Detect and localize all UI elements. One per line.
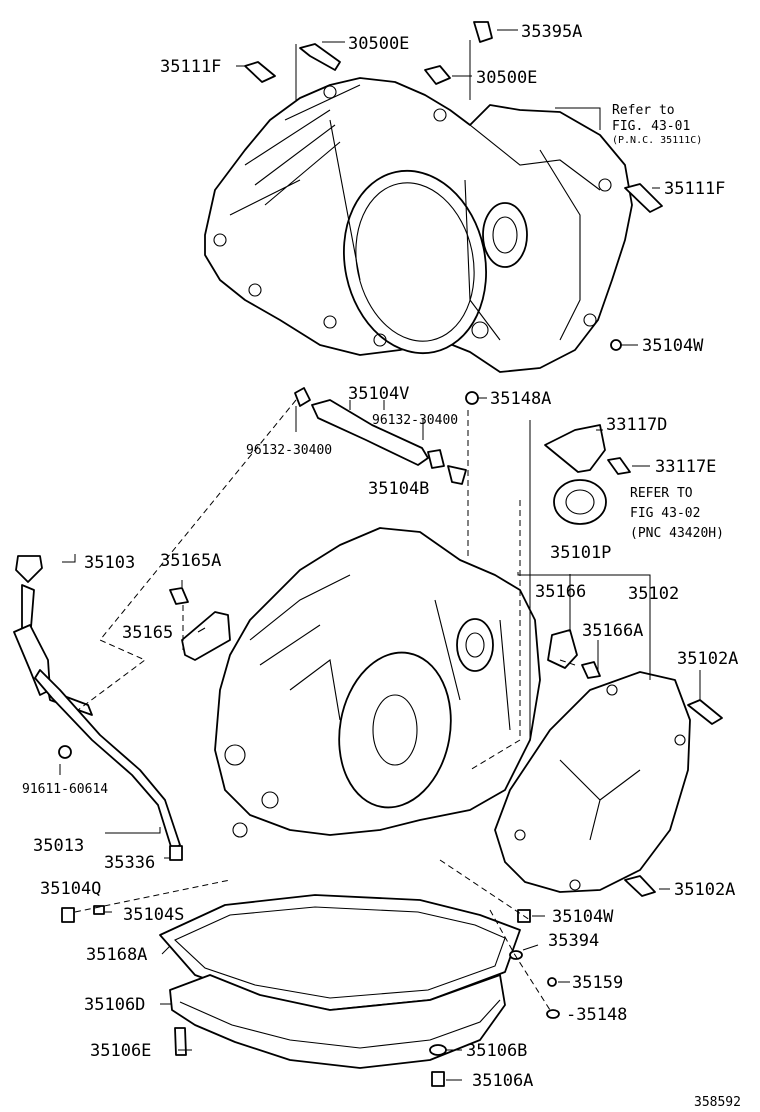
label-30500E-b: 30500E [476, 68, 537, 88]
pin-35104W-a-icon [610, 339, 622, 351]
label-35104Q: 35104Q [40, 879, 101, 899]
label-35106E: 35106E [90, 1041, 151, 1061]
label-33117E: 33117E [655, 457, 716, 477]
label-35148: -35148 [566, 1005, 627, 1025]
refer2-line1: REFER TO [630, 486, 693, 501]
label-35111F-b: 35111F [664, 179, 725, 199]
label-35111F-a: 35111F [160, 57, 221, 77]
label-35106B: 35106B [466, 1041, 527, 1061]
bolt-33117E-icon [607, 457, 631, 475]
bolt-35111F-a-icon [244, 61, 276, 83]
plug-35394-icon [509, 950, 523, 960]
bolt-35111F-b-icon [624, 183, 663, 213]
breather-hose-35104V [294, 387, 467, 485]
label-35104V: 35104V [348, 384, 409, 404]
refer-note-fig-43-02: REFER TO FIG 43-02 (PNC 43420H) [630, 486, 724, 541]
refer2-line2: FIG 43-02 [630, 506, 700, 521]
label-35395A: 35395A [521, 22, 582, 42]
label-35103: 35103 [84, 553, 135, 573]
label-35166: 35166 [535, 582, 586, 602]
label-35102A-a: 35102A [677, 649, 738, 669]
bolt-35165A-icon [169, 587, 189, 605]
bolt-35102A-a-icon [687, 699, 723, 725]
refer1-line1: Refer to [612, 103, 675, 118]
bolt-35106E-icon [174, 1027, 187, 1056]
oil-pan-35106D [169, 974, 506, 1069]
label-35102A-b: 35102A [674, 880, 735, 900]
label-30500E-a: 30500E [348, 34, 409, 54]
label-35168A: 35168A [86, 945, 147, 965]
bolt-35166A-icon [581, 661, 601, 679]
transaxle-case [214, 527, 541, 838]
plug-35106A-icon [431, 1071, 445, 1087]
label-33117D: 33117D [606, 415, 667, 435]
bracket-33117D [544, 424, 606, 473]
clip-35104S-icon [93, 905, 105, 915]
label-96132-b: 96132-30400 [246, 443, 332, 458]
label-35104B: 35104B [368, 479, 429, 499]
label-35104S: 35104S [123, 905, 184, 925]
plug-35336-icon [169, 845, 183, 861]
bolt-35102A-b-icon [624, 875, 656, 897]
label-35106D: 35106D [84, 995, 145, 1015]
side-cover-35102 [494, 671, 691, 893]
label-91611: 91611-60614 [22, 782, 108, 797]
label-35102: 35102 [628, 584, 679, 604]
oil-seal-35101P [553, 479, 607, 525]
plate-35166 [547, 629, 578, 669]
washer-35159-icon [547, 977, 557, 987]
leader-lines [59, 29, 701, 1081]
label-35148A: 35148A [490, 389, 551, 409]
washer-35106B-icon [429, 1044, 447, 1056]
plug-35148A-icon [465, 391, 479, 405]
label-96132-a: 96132-30400 [372, 413, 458, 428]
label-35104W-a: 35104W [642, 336, 704, 356]
label-35336: 35336 [104, 853, 155, 873]
part-labels: 30500E 35395A 35111F 30500E 35111F 35104… [22, 22, 738, 1091]
label-35165A: 35165A [160, 551, 221, 571]
label-35104W-b: 35104W [552, 907, 614, 927]
magnet-35148-icon [546, 1009, 560, 1019]
diagram-id: 358592 [694, 1095, 741, 1110]
bolt-30500E-b-icon [424, 65, 451, 85]
label-35165: 35165 [122, 623, 173, 643]
label-35166A: 35166A [582, 621, 643, 641]
label-35106A: 35106A [472, 1071, 533, 1091]
transaxle-housing [204, 77, 633, 373]
guide-tube-35013 [34, 669, 181, 851]
refer-note-fig-43-01: Refer to FIG. 43-01 (P.N.C. 35111C) [612, 103, 702, 146]
refer1-line2: FIG. 43-01 [612, 119, 690, 134]
bolt-35104Q-icon [61, 907, 75, 923]
bolt-30500E-a-icon [299, 43, 341, 71]
label-35159: 35159 [572, 973, 623, 993]
refer2-line3: (PNC 43420H) [630, 526, 724, 541]
label-35394: 35394 [548, 931, 599, 951]
assembly-dashed-lines [74, 399, 576, 1011]
label-35101P: 35101P [550, 543, 611, 563]
label-35013: 35013 [33, 836, 84, 856]
refer1-line3: (P.N.C. 35111C) [612, 135, 702, 146]
plate-35165 [181, 611, 231, 661]
plug-35395A-icon [473, 21, 493, 43]
